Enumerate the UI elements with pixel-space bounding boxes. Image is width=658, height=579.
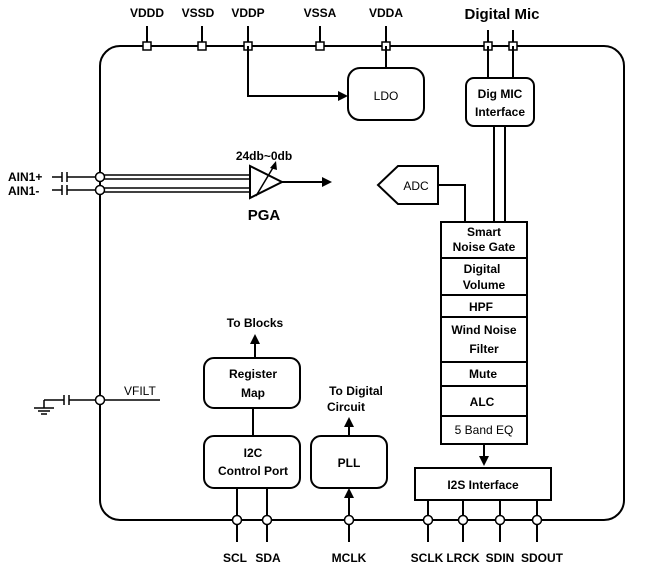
pga-variable-arrowhead: [270, 161, 277, 170]
i2c-label-2: Control Port: [218, 464, 288, 478]
dsp-volume-label-1: Digital: [464, 262, 501, 276]
pin-label-vssa: VSSA: [304, 6, 337, 20]
bottom-pin-mclk: MCLK: [332, 514, 367, 565]
analog-input-ain1p: AIN1+: [8, 170, 106, 184]
dsp-volume-label-2: Volume: [463, 278, 506, 292]
top-pin-vddd: VDDD: [130, 6, 164, 51]
adc-to-dsp-wire: [438, 184, 466, 222]
pin-label-mclk: MCLK: [332, 551, 367, 565]
bottom-pin-sdin: SDIN: [486, 514, 515, 565]
to-blocks-label: To Blocks: [227, 316, 284, 330]
pga-to-adc-arrow: [322, 177, 332, 187]
top-pin-vdda: VDDA: [369, 6, 403, 51]
pin-label-vfilt: VFILT: [124, 384, 156, 398]
dsp-alc-label: ALC: [470, 395, 495, 409]
pin-label-sdout: SDOUT: [521, 551, 564, 565]
pga-label: PGA: [248, 207, 281, 224]
bottom-pin-scl: SCL: [223, 514, 247, 565]
ldo-input-arrow: [338, 91, 348, 101]
register-map-block: [203, 357, 301, 409]
pga-variable-arrow: [255, 165, 275, 197]
ldo-label: LDO: [374, 89, 399, 103]
pin-label-scl: SCL: [223, 551, 247, 565]
adc-label: ADC: [403, 179, 429, 193]
dsp-wind-noise-label-2: Filter: [469, 342, 499, 356]
dsp-noise-gate-label-2: Noise Gate: [453, 240, 516, 254]
bottom-pin-sda: SDA: [255, 514, 281, 565]
top-pin-vssd: VSSD: [182, 6, 215, 51]
dsp-chain: Smart Noise Gate Digital Volume HPF Wind…: [440, 221, 528, 445]
ldo-block: [347, 67, 425, 121]
dsp-wind-noise-label-1: Wind Noise: [451, 323, 517, 337]
bottom-pin-sclk: SCLK: [411, 514, 444, 565]
analog-input-ain1n: AIN1-: [8, 184, 106, 198]
dsp-noise-gate-label-1: Smart: [467, 225, 501, 239]
pin-label-vddd: VDDD: [130, 6, 164, 20]
dsp-eq-label: 5 Band EQ: [455, 423, 514, 437]
vfilt-pin: VFILT: [34, 384, 160, 415]
pin-label-vddp: VDDP: [231, 6, 264, 20]
bottom-pin-sdout: SDOUT: [521, 514, 564, 565]
register-map-label-1: Register: [229, 367, 277, 381]
to-digital-label-2: Circuit: [327, 400, 365, 414]
pin-label-sdin: SDIN: [486, 551, 515, 565]
to-digital-label-1: To Digital: [329, 384, 383, 398]
dsp-hpf-label: HPF: [469, 300, 493, 314]
chip-outline: [99, 45, 625, 521]
mclk-to-pll-arrow: [344, 488, 354, 498]
pin-label-ain1p: AIN1+: [8, 170, 42, 184]
bottom-pin-lrck: LRCK: [446, 514, 480, 565]
pga-gain-label: 24db~0db: [236, 149, 292, 163]
pin-label-digital-mic: Digital Mic: [464, 6, 539, 23]
pin-label-ain1n: AIN1-: [8, 184, 39, 198]
pin-label-lrck: LRCK: [446, 551, 480, 565]
pin-label-vdda: VDDA: [369, 6, 403, 20]
pin-label-sclk: SCLK: [411, 551, 444, 565]
pga-amplifier: [249, 164, 285, 200]
pll-label: PLL: [338, 456, 361, 470]
vddp-to-ldo-wire: [247, 46, 340, 97]
i2s-label: I2S Interface: [447, 478, 519, 492]
top-pin-vssa: VSSA: [304, 6, 337, 51]
i2c-control-port-block: [203, 435, 301, 489]
top-pin-vddp: VDDP: [231, 6, 265, 51]
dig-mic-interface-block: [465, 77, 535, 127]
dsp-mute-label: Mute: [469, 367, 497, 381]
dsp-to-i2s-arrow: [479, 456, 489, 466]
i2c-label-1: I2C: [244, 446, 263, 460]
pin-label-sda: SDA: [255, 551, 281, 565]
pin-label-vssd: VSSD: [182, 6, 215, 20]
dig-mic-label-2: Interface: [475, 105, 525, 119]
dig-mic-label-1: Dig MIC: [478, 87, 523, 101]
register-map-label-2: Map: [241, 386, 265, 400]
i2s-interface-block: [414, 467, 552, 501]
regmap-up-arrow: [250, 334, 260, 344]
pll-up-arrow: [344, 417, 354, 427]
top-pin-digital-mic: Digital Mic: [464, 6, 540, 51]
